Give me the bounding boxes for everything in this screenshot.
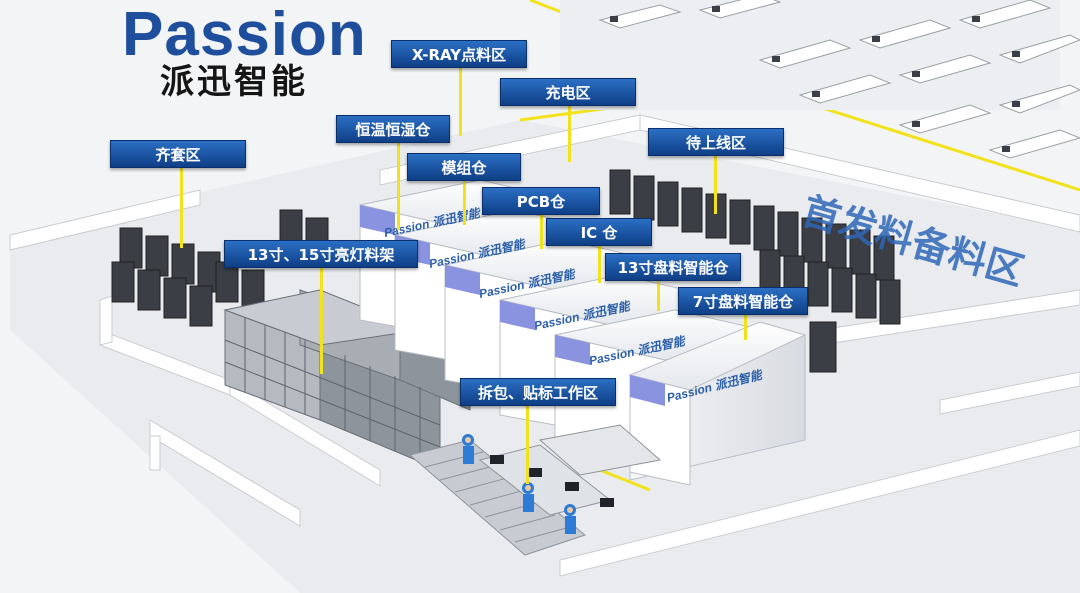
label-ic: IC 仓 (546, 218, 652, 246)
leader-line-xray (459, 66, 462, 136)
leader-line-unpack (526, 404, 529, 484)
leader-line-light-rack (320, 266, 323, 374)
label-unpack: 拆包、贴标工作区 (460, 378, 616, 406)
label-mold: 模组仓 (407, 153, 521, 181)
brand-logo-cn: 派迅智能 (160, 62, 308, 102)
label-charging: 充电区 (500, 78, 636, 106)
leader-line-mold (463, 180, 466, 225)
leader-line-pcb (540, 214, 543, 249)
leader-line-charging (568, 102, 571, 162)
label-reel7: 7寸盘料智能仓 (678, 287, 808, 315)
label-constant-temp: 恒温恒湿仓 (336, 115, 450, 143)
leader-line-reel13 (657, 281, 660, 311)
leader-line-reel7 (744, 314, 747, 340)
label-light-rack: 13寸、15寸亮灯料架 (224, 240, 418, 268)
leader-line-ic (598, 245, 601, 283)
label-pcb: PCB仓 (482, 187, 600, 215)
label-xray: X-RAY点料区 (391, 40, 527, 68)
leader-line-kitting (180, 166, 183, 248)
brand-logo-en: Passion (122, 0, 367, 69)
label-online: 待上线区 (648, 128, 784, 156)
label-kitting: 齐套区 (110, 140, 246, 168)
label-reel13: 13寸盘料智能仓 (605, 253, 741, 281)
leader-line-online (714, 154, 717, 214)
leader-line-constant-temp (397, 140, 400, 230)
